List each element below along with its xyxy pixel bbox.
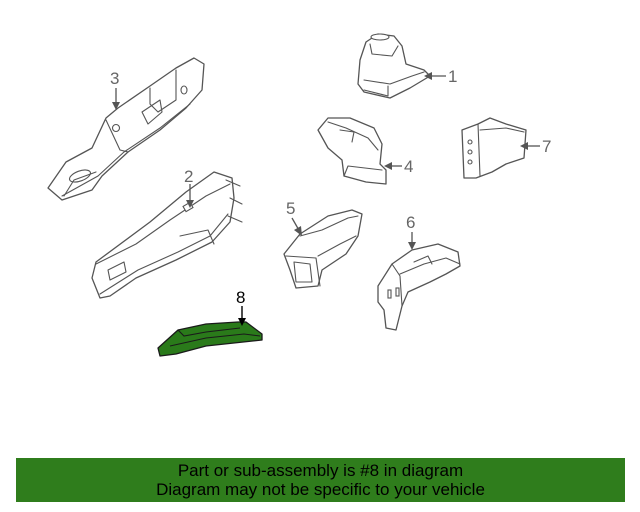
callout-6: 6 [406, 213, 416, 250]
callout-7: 7 [520, 137, 551, 156]
svg-text:2: 2 [184, 167, 193, 186]
part-1[interactable] [357, 33, 431, 99]
banner-line-1: Part or sub-assembly is #8 in diagram [177, 461, 464, 480]
svg-text:1: 1 [448, 67, 457, 86]
svg-text:8: 8 [236, 288, 245, 307]
callout-1: 1 [424, 67, 457, 86]
svg-text:6: 6 [406, 213, 415, 232]
part-5[interactable] [283, 209, 363, 289]
parts-diagram: 1 2 3 4 5 6 7 8 [47, 33, 551, 357]
svg-text:5: 5 [286, 199, 295, 218]
part-4[interactable] [317, 117, 387, 185]
part-7[interactable] [461, 117, 527, 179]
callout-3: 3 [110, 69, 120, 110]
svg-text:4: 4 [404, 157, 413, 176]
callout-8: 8 [236, 288, 246, 326]
svg-text:7: 7 [542, 137, 551, 156]
callout-4: 4 [384, 157, 413, 176]
part-3[interactable] [47, 57, 205, 201]
part-8-highlighted[interactable] [157, 321, 263, 357]
part-2[interactable] [91, 171, 243, 299]
callout-5: 5 [286, 199, 302, 236]
svg-text:3: 3 [110, 69, 119, 88]
callout-2: 2 [184, 167, 194, 208]
info-banner: Part or sub-assembly is #8 in diagram Di… [16, 458, 625, 502]
part-6[interactable] [377, 243, 461, 331]
banner-line-2: Diagram may not be specific to your vehi… [156, 480, 485, 499]
